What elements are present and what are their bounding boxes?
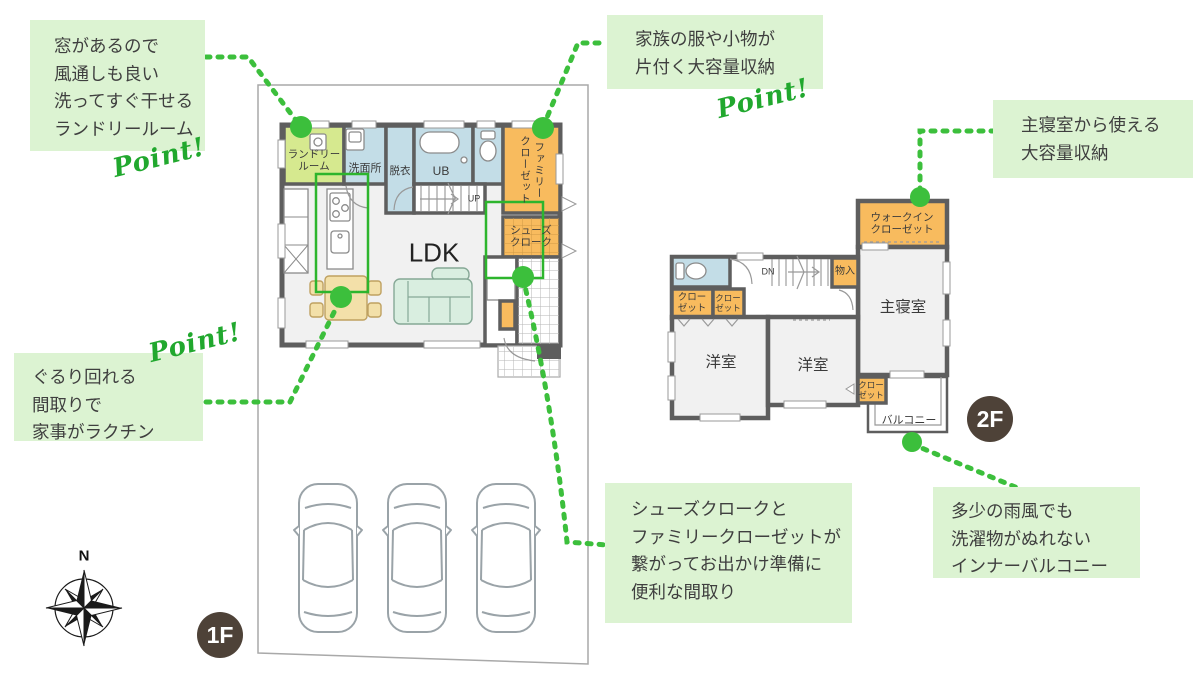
callout-circulation: ぐるり回れる 間取りで 家事がラクチン [14,353,203,442]
callout-text: 家族の服や小物が [635,29,775,49]
floor1-plan [257,84,589,665]
dining-marker [330,286,352,308]
pantry-shelf [283,188,309,274]
entry-step [486,277,516,301]
door-arc-washroom [345,185,369,209]
room-label-wic: ウォークイン クローゼット [870,211,934,236]
opening-arrow-1 [561,196,578,212]
floor2-plan [667,198,951,434]
callout-family-closet: 家族の服や小物が 片付く大容量収納 [607,15,823,89]
sofa [393,267,473,325]
floor1-badge: 1F [197,612,243,658]
callout-text: 繋がってお出かけ準備に [631,554,823,575]
kitchen-counter [326,188,354,270]
callout-text: 多少の雨風でも [951,501,1074,521]
room-label-balcony: バルコニー [881,414,937,427]
door-arc-ldk [393,186,414,211]
closet3-door-mark [845,383,855,395]
callout-text: 片付く大容量収納 [635,56,775,77]
car-icon [471,483,541,633]
room-label-closet3: クロー ゼット [858,379,884,400]
toilet-icon-1f [479,130,497,162]
room-label-closet2: クロー ゼット [715,292,741,313]
room-label-west1: 洋室 [705,353,737,371]
room-storage [830,256,860,289]
family-closet-marker [532,117,554,139]
shoe-cloak-grid [504,218,559,256]
room-label-west2: 洋室 [797,356,829,374]
stairs-up-label: UP [467,193,481,204]
shoe-cloak-marker [512,266,534,288]
bathtub-icon [419,131,468,164]
callout-text: 洗ってすぐ干せる [54,91,194,112]
callout-text: ぐるり回れる [32,367,137,387]
room-label-storage: 物入 [835,266,855,278]
opening-arrow-2 [561,243,578,259]
room-closet-3 [856,375,888,405]
sink-icon [345,128,365,151]
wic-marker [910,187,930,207]
room-label-bath: UB [432,163,450,178]
room-label-ldk: LDK [408,237,460,268]
door-arc-master [838,289,854,311]
callout-text: ファミリークローゼットが [631,526,841,547]
room-walk-in-closet [855,198,950,250]
stairs-dn-label: DN [761,266,775,277]
callout-text: 家事がラクチン [32,422,155,443]
balcony-marker [902,432,922,452]
callout-text: 洗濯物がぬれない [951,528,1091,549]
windows-1f [277,120,564,349]
room-label-laundry: ランドリー ルーム [287,148,341,173]
compass-north-label: N [78,547,90,565]
room-label-master: 主寝室 [879,298,927,316]
laundry-marker [290,116,312,138]
car-icon [382,483,452,633]
callout-text: 窓があるので [54,36,159,56]
callout-balcony: 多少の雨風でも 洗濯物がぬれない インナーバルコニー [933,487,1140,578]
callout-text: ランドリールーム [54,118,194,139]
callout-text: インナーバルコニー [951,556,1108,577]
callout-text: 間取りで [32,394,102,415]
compass-icon [45,569,123,647]
callout-shoe-cloak: シューズクロークと ファミリークローゼットが 繋がってお出かけ準備に 便利な間取… [605,483,852,623]
wall-stub [537,345,561,359]
room-label-shoe-cloak: シューズ クローク [510,224,552,249]
floor2-badge: 2F [967,396,1013,442]
callout-text: 便利な間取り [631,581,736,602]
callout-connector-lines [203,40,1023,548]
room-west-1 [669,314,771,421]
callout-text: シューズクロークと [631,499,788,519]
stairs-dn-treads [771,255,829,290]
room-label-dressing: 脱衣 [389,164,411,177]
room-label-washroom: 洗面所 [348,162,382,175]
shoe-box [498,299,517,331]
callout-walk-in-closet: 主寝室から使える 大容量収納 [993,100,1193,178]
closet-door-marks [677,318,739,327]
door-arc-entrance [503,337,536,362]
windows-2f [667,242,951,422]
point-markers [290,116,930,452]
door-arc-toilet-2f [729,258,753,285]
room-label-family-closet: ファミリー クローゼット [519,135,546,205]
stairs-up-treads [420,182,478,215]
toilet-icon-2f [675,262,707,280]
washer-icon [309,133,327,151]
callout-laundry: 窓があるので 風通しも良い 洗ってすぐ干せる ランドリールーム [30,20,205,151]
callout-text: 風通しも良い [54,63,159,84]
callout-text: 主寝室から使える [1021,115,1161,135]
room-label-closet1: クロー ゼット [677,291,707,314]
car-icon [293,483,363,633]
room-dressing [384,124,416,215]
callout-text: 大容量収納 [1021,142,1109,163]
